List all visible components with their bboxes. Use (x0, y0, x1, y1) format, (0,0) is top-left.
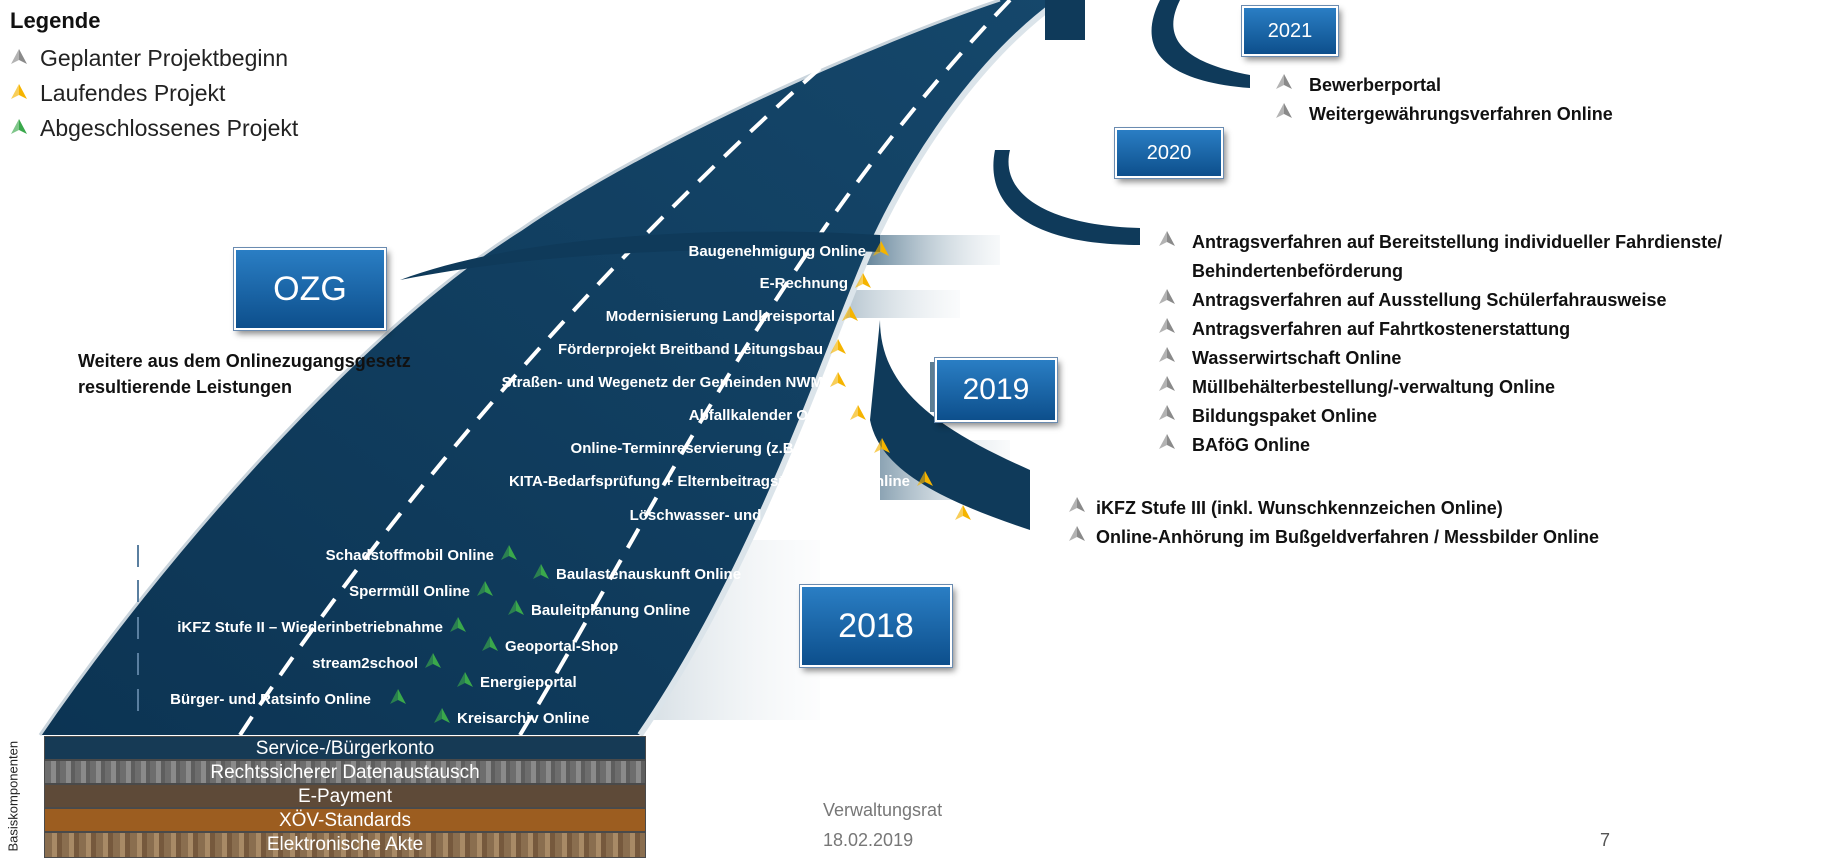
running-arrow-icon (873, 437, 891, 459)
list-item: Wasserwirtschaft Online (1158, 344, 1722, 373)
footer-date: 18.02.2019 (823, 830, 914, 850)
running-project: KITA-Bedarfsprüfung + Elternbeitragsüber… (509, 470, 934, 492)
done-arrow-icon (424, 652, 442, 674)
done-project: stream2school (312, 652, 442, 674)
done-project: Bauleitplanung Online (507, 599, 690, 621)
done-arrow-icon (389, 688, 407, 710)
planned-arrow-icon (1158, 228, 1192, 257)
planned-arrow-icon (1068, 494, 1096, 523)
planned-arrow-icon (1275, 71, 1309, 100)
base-components-label: Basiskomponenten (5, 740, 21, 852)
base-layer-datenaustausch: Rechtssicherer Datenaustausch (44, 760, 646, 784)
planned-arrow-icon (1158, 402, 1192, 431)
list-item-continuation: Behindertenbeförderung (1192, 261, 1404, 281)
running-arrow-icon (10, 80, 40, 107)
list-2021: Bewerberportal Weitergewährungsverfahren… (1275, 71, 1613, 129)
done-arrow-icon (433, 707, 451, 729)
list-2020: Antragsverfahren auf Bereitstellung indi… (1158, 228, 1722, 460)
legend-label: Geplanter Projektbeginn (40, 45, 289, 71)
done-project: Kreisarchiv Online (433, 707, 590, 729)
running-arrow-icon (841, 305, 859, 327)
running-project: Straßen- und Wegenetz der Gemeinden NWM (502, 371, 847, 393)
list-item: Antragsverfahren auf Fahrtkostenerstattu… (1158, 315, 1722, 344)
list-item: Bildungspaket Online (1158, 402, 1722, 431)
page-number: 7 (1600, 830, 1611, 850)
base-layer-xoev: XÖV-Standards (44, 808, 646, 832)
done-project: Sperrmüll Online (349, 580, 494, 602)
running-project: Abfallkalender Online (689, 404, 867, 426)
ozg-note-line: resultierende Leistungen (78, 377, 293, 398)
tick-mark (137, 617, 139, 639)
done-arrow-icon (481, 635, 499, 657)
running-arrow-icon (829, 371, 847, 393)
tick-mark (137, 580, 139, 602)
running-arrow-icon (872, 240, 890, 262)
done-arrow-icon (476, 580, 494, 602)
done-project: Schadstoffmobil Online (326, 544, 518, 566)
list-item: iKFZ Stufe III (inkl. Wunschkennzeichen … (1068, 494, 1599, 523)
year-box-2020: 2020 (1114, 127, 1224, 179)
base-layer-service-konto: Service-/Bürgerkonto (44, 736, 646, 760)
tick-mark (137, 653, 139, 675)
base-layer-e-payment: E-Payment (44, 784, 646, 808)
ozg-note: Weitere aus dem Onlinezugangsgesetz resu… (78, 348, 411, 400)
main-road (40, 0, 1060, 735)
running-project: Online-Terminreservierung (z.B. §43 IfSG… (571, 437, 891, 459)
legend-label: Abgeschlossenes Projekt (40, 115, 299, 141)
list-item: Antragsverfahren auf Ausstellung Schüler… (1158, 286, 1722, 315)
list-item: Weitergewährungsverfahren Online (1275, 100, 1613, 129)
tick-mark (137, 545, 139, 567)
done-arrow-icon (449, 616, 467, 638)
list-item: BAföG Online (1158, 431, 1722, 460)
list-item: Antragsverfahren auf Bereitstellung indi… (1158, 228, 1722, 257)
running-arrow-icon (849, 404, 867, 426)
year-box-2019: 2019 (934, 357, 1058, 423)
list-item: Müllbehälterbestellung/-verwaltung Onlin… (1158, 373, 1722, 402)
planned-arrow-icon (1158, 344, 1192, 373)
base-layer-e-akte: Elektronische Akte (44, 832, 646, 858)
legend-item-planned: Geplanter Projektbeginn (10, 45, 288, 72)
done-arrow-icon (456, 671, 474, 693)
running-arrow-icon (829, 338, 847, 360)
running-project: Löschwasser- und Hydrantenkataster Onlin… (630, 504, 972, 526)
ozg-note-line: Weitere aus dem Onlinezugangsgesetz (78, 351, 411, 371)
planned-arrow-icon (1158, 315, 1192, 344)
legend-title: Legende (10, 8, 101, 33)
running-project: Modernisierung Landkreisportal (606, 305, 859, 327)
year-box-2021: 2021 (1241, 5, 1339, 57)
done-arrow-icon (10, 115, 40, 142)
planned-arrow-icon (1158, 286, 1192, 315)
running-project: E-Rechnung (760, 272, 872, 294)
done-arrow-icon (507, 599, 525, 621)
planned-arrow-icon (1158, 373, 1192, 402)
running-arrow-icon (954, 504, 972, 526)
running-project: Baugenehmigung Online (688, 240, 890, 262)
done-project: iKFZ Stufe II – Wiederinbetriebnahme (177, 616, 467, 638)
running-arrow-icon (916, 470, 934, 492)
done-project: Bürger- und Ratsinfo Online (170, 688, 407, 710)
done-project: Energieportal (456, 671, 577, 693)
legend-item-running: Laufendes Projekt (10, 80, 225, 107)
done-project: Geoportal-Shop (481, 635, 618, 657)
list-item: Bewerberportal (1275, 71, 1613, 100)
planned-arrow-icon (1068, 523, 1096, 552)
planned-arrow-icon (10, 45, 40, 72)
done-arrow-icon (500, 544, 518, 566)
tick-mark (137, 689, 139, 711)
planned-arrow-icon (1158, 431, 1192, 460)
list-item: Online-Anhörung im Bußgeldverfahren / Me… (1068, 523, 1599, 552)
done-project: Baulastenauskunft Online (532, 563, 741, 585)
ozg-box: OZG (233, 247, 387, 331)
done-arrow-icon (532, 563, 550, 585)
running-project: Förderprojekt Breitband Leitungsbau (558, 338, 847, 360)
list-2019-right: iKFZ Stufe III (inkl. Wunschkennzeichen … (1068, 494, 1599, 552)
planned-arrow-icon (1275, 100, 1309, 129)
footer-org: Verwaltungsrat (823, 800, 943, 820)
running-arrow-icon (854, 272, 872, 294)
year-box-2018: 2018 (799, 584, 953, 668)
legend-item-done: Abgeschlossenes Projekt (10, 115, 298, 142)
legend-label: Laufendes Projekt (40, 80, 226, 106)
